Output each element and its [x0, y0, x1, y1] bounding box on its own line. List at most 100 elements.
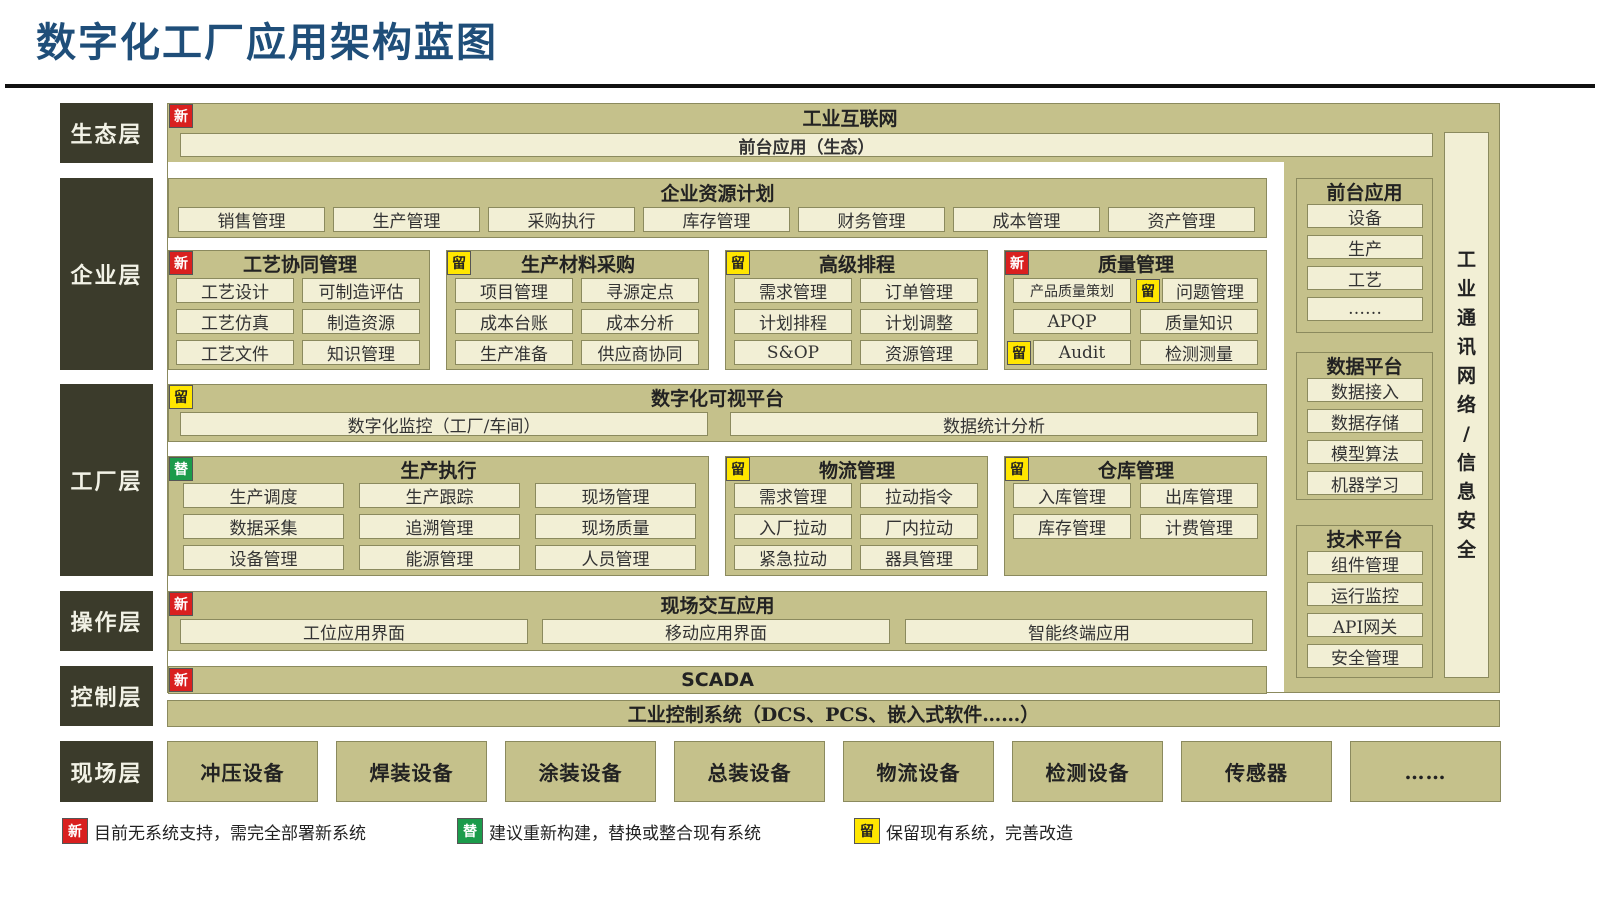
page-title: 数字化工厂应用架构蓝图: [36, 20, 498, 66]
field-device: ……: [1350, 741, 1501, 802]
ics-title: 工业控制系统（DCS、PCS、嵌入式软件……）: [627, 704, 1040, 726]
badge-new: 新: [169, 251, 193, 275]
erp-item: 财务管理: [798, 207, 945, 232]
right-front-title: 前台应用: [1326, 181, 1403, 204]
mes-item: 设备管理: [183, 545, 344, 570]
onsite-item: 移动应用界面: [542, 619, 890, 644]
warehouse-title: 仓库管理: [1097, 460, 1174, 482]
right-front-item: ……: [1307, 297, 1423, 321]
data-platform-item: 模型算法: [1307, 440, 1423, 464]
ics-panel: [167, 700, 1500, 727]
erp-item: 销售管理: [178, 207, 325, 232]
scheduling-item: S&OP: [734, 340, 852, 365]
field-device: 涂装设备: [505, 741, 656, 802]
warehouse-item: 库存管理: [1013, 514, 1131, 539]
onsite-item: 工位应用界面: [180, 619, 528, 644]
material-item: 项目管理: [455, 278, 573, 303]
data-platform-item: 机器学习: [1307, 471, 1423, 495]
material-item: 寻源定点: [581, 278, 699, 303]
mes-item: 现场质量: [535, 514, 696, 539]
tech-platform-item: 运行监控: [1307, 582, 1423, 606]
process-item: 制造资源: [302, 309, 420, 334]
network-char: 息: [1456, 480, 1476, 503]
scada-title: SCADA: [681, 669, 754, 691]
visual-item: 数字化监控（工厂/车间）: [180, 412, 708, 436]
visual-item: 数据统计分析: [730, 412, 1258, 436]
mes-item: 生产调度: [183, 483, 344, 508]
quality-item: 质量知识: [1140, 309, 1258, 334]
scheduling-item: 资源管理: [860, 340, 978, 365]
network-char: 通: [1456, 306, 1476, 329]
badge-keep: 留: [726, 251, 750, 275]
material-item: 供应商协同: [581, 340, 699, 365]
badge-keep: 留: [447, 251, 471, 275]
production-execution-title: 生产执行: [400, 460, 477, 482]
right-front-item: 工艺: [1307, 266, 1423, 290]
quality-item: 检测测量: [1140, 340, 1258, 365]
process-item: 可制造评估: [302, 278, 420, 303]
erp-item: 库存管理: [643, 207, 790, 232]
legend-keep: 留 保留现有系统，完善改造: [854, 818, 1073, 844]
layer-label-factory: 工厂层: [60, 384, 153, 576]
mes-item: 能源管理: [359, 545, 520, 570]
tech-platform-item: API网关: [1307, 613, 1423, 637]
logistics-item: 拉动指令: [860, 483, 978, 508]
legend-new: 新 目前无系统支持，需完全部署新系统: [62, 818, 366, 844]
logistics-item: 厂内拉动: [860, 514, 978, 539]
quality-management-title: 质量管理: [1097, 254, 1174, 276]
field-device: 冲压设备: [167, 741, 318, 802]
tech-platform-title: 技术平台: [1326, 528, 1403, 551]
badge-keep: 留: [854, 818, 880, 844]
tech-platform-item: 安全管理: [1307, 644, 1423, 668]
network-char: 信: [1456, 451, 1476, 474]
network-char: 讯: [1456, 335, 1476, 358]
badge-keep: 留: [1136, 279, 1160, 303]
quality-item: 产品质量策划: [1013, 278, 1131, 303]
legend-replace: 替 建议重新构建，替换或整合现有系统: [457, 818, 761, 844]
title-divider: [5, 84, 1595, 88]
layer-label-eco: 生态层: [60, 103, 153, 163]
layer-label-control: 控制层: [60, 666, 153, 726]
layer-label-operation: 操作层: [60, 591, 153, 651]
erp-item: 资产管理: [1108, 207, 1255, 232]
badge-keep: 留: [169, 385, 193, 409]
warehouse-item: 出库管理: [1140, 483, 1258, 508]
data-platform-title: 数据平台: [1326, 355, 1403, 378]
onsite-interaction-title: 现场交互应用: [660, 595, 775, 617]
mes-item: 现场管理: [535, 483, 696, 508]
network-char: 工: [1456, 248, 1476, 271]
mes-item: 人员管理: [535, 545, 696, 570]
logistics-item: 需求管理: [734, 483, 852, 508]
erp-item: 生产管理: [333, 207, 480, 232]
material-item: 成本台账: [455, 309, 573, 334]
digital-visual-title: 数字化可视平台: [650, 388, 784, 410]
process-item: 工艺文件: [176, 340, 294, 365]
field-device: 传感器: [1181, 741, 1332, 802]
logistics-item: 器具管理: [860, 545, 978, 570]
network-char: 全: [1456, 538, 1476, 561]
badge-new: 新: [169, 104, 193, 128]
warehouse-item: 计费管理: [1140, 514, 1258, 539]
field-device: 检测设备: [1012, 741, 1163, 802]
field-device: 焊装设备: [336, 741, 487, 802]
warehouse-item: 入库管理: [1013, 483, 1131, 508]
logistics-title: 物流管理: [818, 460, 895, 482]
network-char: 业: [1456, 277, 1476, 300]
badge-keep: 留: [726, 457, 750, 481]
network-security-column: 工 业 通 讯 网 络 / 信 息 安 全: [1444, 132, 1489, 678]
process-collab-title: 工艺协同管理: [242, 254, 357, 276]
field-device: 总装设备: [674, 741, 825, 802]
quality-item: Audit: [1033, 340, 1131, 365]
mes-item: 追溯管理: [359, 514, 520, 539]
network-char: 网: [1456, 364, 1476, 387]
industrial-internet-title: 工业互联网: [802, 107, 898, 130]
legend-new-text: 目前无系统支持，需完全部署新系统: [94, 823, 366, 844]
badge-new: 新: [169, 668, 193, 692]
process-item: 工艺设计: [176, 278, 294, 303]
tech-platform-item: 组件管理: [1307, 551, 1423, 575]
data-platform-item: 数据接入: [1307, 378, 1423, 402]
right-front-item: 设备: [1307, 204, 1423, 228]
scheduling-item: 计划调整: [860, 309, 978, 334]
onsite-item: 智能终端应用: [905, 619, 1253, 644]
badge-replace: 替: [457, 818, 483, 844]
